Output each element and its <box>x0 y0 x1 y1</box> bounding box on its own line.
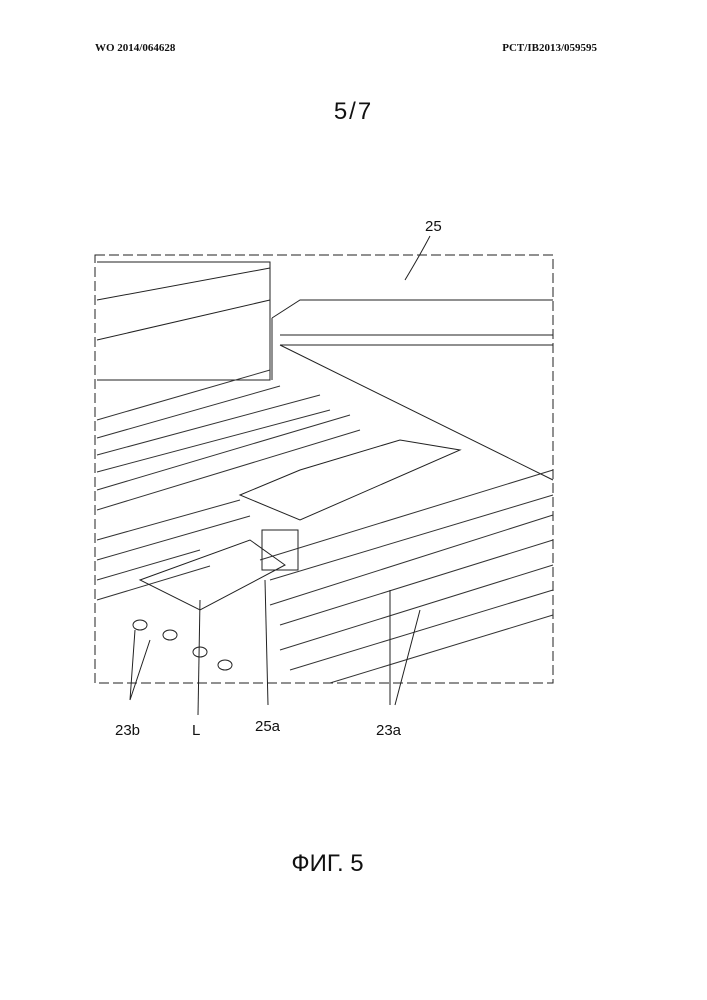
gripper-arm <box>240 440 460 520</box>
rollers-23a <box>260 470 553 683</box>
housing-panel <box>97 262 270 380</box>
work-table <box>272 300 553 480</box>
reference-label-25a: 25a <box>255 718 280 735</box>
rollers-23b <box>97 370 360 600</box>
reference-label-25: 25 <box>425 218 442 235</box>
drawing-frame <box>95 255 553 683</box>
leader-23a <box>390 590 420 705</box>
leader-L <box>198 600 200 715</box>
sheet-L <box>140 540 285 610</box>
reference-label-L: L <box>192 722 200 739</box>
leader-25 <box>405 236 430 280</box>
leader-25a <box>265 580 268 705</box>
reference-label-23b: 23b <box>115 722 140 739</box>
figure-caption: ФИГ. 5 <box>0 850 655 878</box>
reference-label-23a: 23a <box>376 722 401 739</box>
leader-23b <box>130 630 150 700</box>
